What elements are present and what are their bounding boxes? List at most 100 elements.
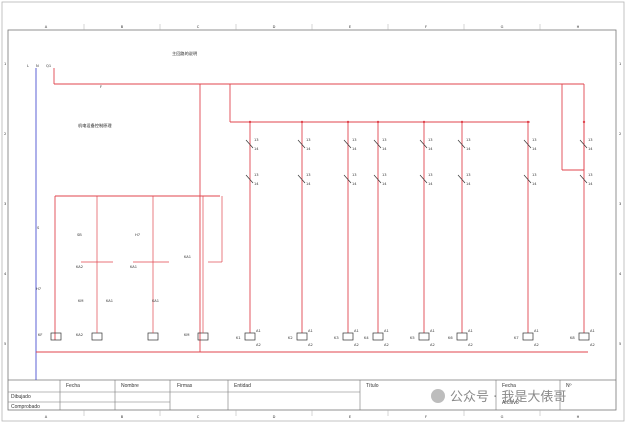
contact-pin: 13 xyxy=(428,173,433,177)
junction-dot xyxy=(376,120,380,124)
grid-col-top-G: G xyxy=(501,25,504,29)
contact-pin: 14 xyxy=(352,147,357,151)
grid-row-left-3: 3 xyxy=(4,202,6,206)
grid-col-top-H: H xyxy=(577,25,580,29)
grid-row-left-4: 4 xyxy=(4,272,7,276)
contact-symbol xyxy=(457,139,466,149)
coil-label: K4 xyxy=(364,336,369,340)
contact-pin: 14 xyxy=(466,182,471,186)
coil-label: K7 xyxy=(514,336,519,340)
grid-col-bottom-E: E xyxy=(349,415,352,419)
coil-pin: A2 xyxy=(534,343,539,347)
contact-pin: 14 xyxy=(382,182,387,186)
device-label: KA1 xyxy=(130,265,137,269)
tb-titulo: Título xyxy=(366,383,379,389)
coil-pin: A2 xyxy=(384,343,389,347)
top-title: 主回路的说明 xyxy=(172,50,197,57)
contact-symbol xyxy=(419,139,428,149)
coil-k2 xyxy=(296,332,308,341)
grid-row-right-1: 1 xyxy=(619,62,621,66)
device-label: KA1 xyxy=(152,299,159,303)
branch-columns: 1314131413141314131413141314131413141314… xyxy=(245,120,593,333)
grid-col-top-B: B xyxy=(121,25,124,29)
coil-k1 xyxy=(244,332,256,341)
coil-pin: A2 xyxy=(430,343,435,347)
contact-pin: 13 xyxy=(254,138,259,142)
contact-symbol xyxy=(297,174,306,184)
contact-pin: 14 xyxy=(306,182,311,186)
junction-dot xyxy=(460,120,464,124)
contact-pin: 13 xyxy=(532,173,537,177)
contact-pin: 14 xyxy=(532,182,537,186)
contact-symbol xyxy=(457,174,466,184)
grid-row-left-1: 1 xyxy=(4,62,6,66)
contact-pin: 14 xyxy=(254,147,259,151)
contact-pin: 13 xyxy=(588,173,593,177)
junction-dot xyxy=(526,120,530,124)
contact-pin: 14 xyxy=(588,147,593,151)
tb-entidad: Entidad xyxy=(234,383,251,389)
coil-k4 xyxy=(372,332,384,341)
junction-dot xyxy=(422,120,426,124)
grid-row-right-5: 5 xyxy=(619,342,621,346)
coil-k8 xyxy=(578,332,590,341)
device-label: KA1 xyxy=(184,255,191,259)
contact-symbol xyxy=(419,174,428,184)
contact-symbol xyxy=(245,139,254,149)
contact-pin: 14 xyxy=(428,182,433,186)
contact-symbol xyxy=(245,174,254,184)
grid-col-top-F: F xyxy=(425,25,427,29)
grid-col-top-A: A xyxy=(45,25,48,29)
contact-symbol xyxy=(373,174,382,184)
tb-archivo: Archivo xyxy=(502,400,519,406)
grid-row-right-2: 2 xyxy=(619,132,621,136)
tb-firmas: Firmas xyxy=(177,383,193,389)
contact-pin: 13 xyxy=(306,138,311,142)
grid-col-bottom-F: F xyxy=(425,415,427,419)
coil-pin: A2 xyxy=(590,343,595,347)
grid-col-bottom-C: C xyxy=(197,415,200,419)
coil-label: K2 xyxy=(288,336,293,340)
grid-row-right-3: 3 xyxy=(619,202,621,206)
contact-pin: 13 xyxy=(532,138,537,142)
coil-ka1 xyxy=(91,332,103,341)
wiring xyxy=(35,68,588,380)
contact-pin: 14 xyxy=(352,182,357,186)
coil-pin: A2 xyxy=(256,343,261,347)
grid-row-right-4: 4 xyxy=(619,272,622,276)
tb-nombre: Nombre xyxy=(121,383,139,389)
device-label: S xyxy=(37,226,40,230)
grid-col-top-D: D xyxy=(273,25,276,29)
contact-symbol xyxy=(579,139,588,149)
grid-col-top-E: E xyxy=(349,25,352,29)
contact-pin: 13 xyxy=(382,138,387,142)
device-label: KM xyxy=(184,333,189,337)
contact-pin: 13 xyxy=(306,173,311,177)
contact-pin: 13 xyxy=(352,138,357,142)
grid-col-bottom-B: B xyxy=(121,415,124,419)
junction-dot xyxy=(582,120,586,124)
tb-numero: Nº xyxy=(566,383,572,389)
tb-fecha: Fecha xyxy=(66,383,80,389)
contact-symbol xyxy=(523,174,532,184)
tb-dibujado: Dibujado xyxy=(11,394,31,400)
grid-col-bottom-H: H xyxy=(577,415,580,419)
device-label: KM xyxy=(78,299,83,303)
junction-dot xyxy=(300,120,304,124)
contact-symbol xyxy=(373,139,382,149)
coil-pin: A2 xyxy=(354,343,359,347)
tb-fecha2: Fecha xyxy=(502,383,516,389)
coil-ka2 xyxy=(147,332,159,341)
contact-symbol xyxy=(343,139,352,149)
contact-pin: 13 xyxy=(382,173,387,177)
contact-symbol xyxy=(297,139,306,149)
contact-pin: 13 xyxy=(466,138,471,142)
coil-label: K3 xyxy=(334,336,339,340)
coil-pin: A1 xyxy=(590,329,595,333)
device-label: H7 xyxy=(36,287,41,291)
